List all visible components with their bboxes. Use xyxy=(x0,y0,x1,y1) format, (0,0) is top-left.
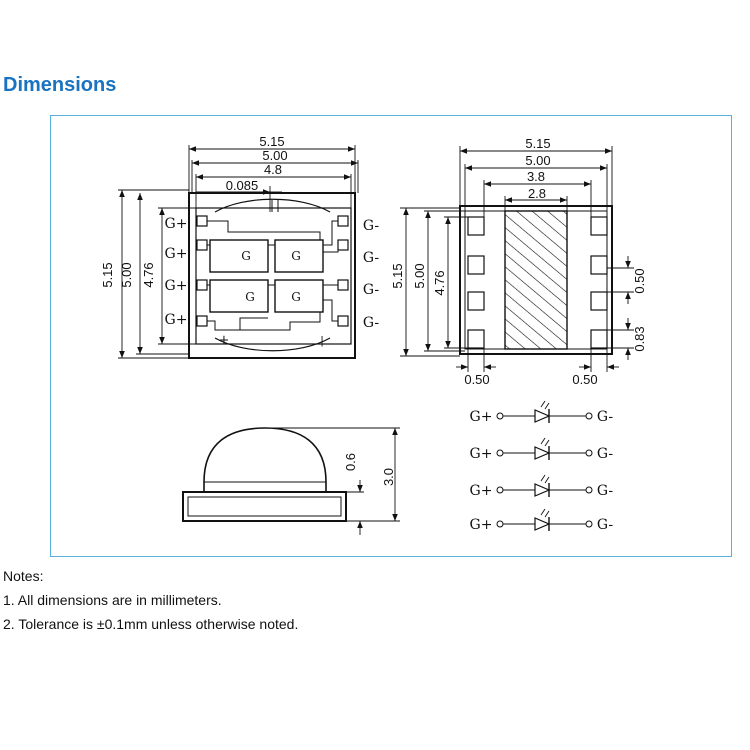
plus-mark: + xyxy=(219,333,230,348)
pin-label-right-3: G- xyxy=(363,282,379,298)
top-dim-width-inner: 4.8 xyxy=(264,162,282,177)
schematic-anode-label: G+ xyxy=(470,483,493,499)
top-package-outline xyxy=(188,192,356,359)
die-2 xyxy=(274,239,324,273)
pin-label-left-3: G+ xyxy=(165,278,188,294)
schematic-anode-label: G+ xyxy=(470,517,493,533)
led-diode-symbol xyxy=(534,483,551,497)
side-base-outer xyxy=(182,491,347,522)
bottom-package-outline xyxy=(459,205,613,355)
schematic-row-2: G+ G- xyxy=(470,437,613,462)
pin-label-right-4: G- xyxy=(363,315,379,331)
led-schematic: G+ G- G+ G- G+ xyxy=(470,400,613,533)
schematic-anode-label: G+ xyxy=(470,446,493,462)
schematic-cathode-label: G- xyxy=(597,409,613,425)
bottom-dim-width-body: 5.00 xyxy=(525,153,550,168)
pin-label-left-1: G+ xyxy=(165,216,188,232)
side-dim-base-height: 0.6 xyxy=(343,453,358,471)
die-4 xyxy=(274,279,324,313)
bottom-dim-pad-pitch: 0.50 xyxy=(632,268,647,293)
notes-section: Notes: 1. All dimensions are in millimet… xyxy=(3,568,299,642)
bottom-dim-width-thermal: 2.8 xyxy=(528,186,546,201)
pin-label-left-2: G+ xyxy=(165,246,188,262)
section-heading: Dimensions xyxy=(3,74,117,96)
die-1 xyxy=(209,239,269,273)
led-diode-symbol xyxy=(534,409,551,423)
die-label-3: G xyxy=(245,290,255,304)
die-label-1: G xyxy=(241,249,251,263)
pin-label-right-2: G- xyxy=(363,250,379,266)
dimension-drawing: G G G G + | G+ G+ G+ G+ G- G- G- G- xyxy=(100,134,647,535)
top-lens-arc-bottom xyxy=(214,337,331,352)
top-lens-arc-top xyxy=(214,198,331,213)
schematic-row-3: G+ G- xyxy=(470,474,613,499)
led-diode-symbol xyxy=(534,446,551,460)
bottom-view: 5.15 5.00 3.8 2.8 5.15 5.00 4.76 xyxy=(390,136,647,387)
top-dim-gap: 0.085 xyxy=(226,178,259,193)
top-dim-height-inner: 4.76 xyxy=(141,262,156,287)
top-dim-width-outer: 5.15 xyxy=(259,134,284,149)
note-item-2: 2. Tolerance is ±0.1mm unless otherwise … xyxy=(3,616,299,632)
bottom-dim-height-body: 5.00 xyxy=(412,263,427,288)
bottom-dim-height-inner: 4.76 xyxy=(432,270,447,295)
bottom-dim-width-pads: 3.8 xyxy=(527,169,545,184)
side-view: 0.6 3.0 xyxy=(182,427,400,535)
schematic-row-1: G+ G- xyxy=(470,400,613,425)
bottom-pads-left xyxy=(467,216,485,349)
schematic-row-4: G+ G- xyxy=(470,508,613,533)
top-dim-height-outer: 5.15 xyxy=(100,262,115,287)
schematic-cathode-label: G- xyxy=(597,446,613,462)
bottom-dim-pad-width-right: 0.50 xyxy=(572,372,597,387)
note-item-1: 1. All dimensions are in millimeters. xyxy=(3,592,222,608)
top-dim-width-body: 5.00 xyxy=(262,148,287,163)
schematic-cathode-label: G- xyxy=(597,517,613,533)
notes-title: Notes: xyxy=(3,568,44,584)
schematic-anode-label: G+ xyxy=(470,409,493,425)
schematic-cathode-label: G- xyxy=(597,483,613,499)
side-dim-total-height: 3.0 xyxy=(381,468,396,486)
led-diode-symbol xyxy=(534,517,551,531)
bottom-dim-pad-width-left: 0.50 xyxy=(464,372,489,387)
top-dim-height-body: 5.00 xyxy=(119,262,134,287)
pin-label-left-4: G+ xyxy=(165,312,188,328)
pin-label-right-1: G- xyxy=(363,218,379,234)
bottom-dim-pad-height: 0.83 xyxy=(632,326,647,351)
minus-mark: | xyxy=(321,335,324,347)
die-label-2: G xyxy=(291,249,301,263)
bottom-pads-right xyxy=(590,216,608,349)
drawing-frame xyxy=(50,115,732,557)
thermal-pad xyxy=(504,210,568,350)
bottom-dim-height-outer: 5.15 xyxy=(390,263,405,288)
bottom-dim-width-outer: 5.15 xyxy=(525,136,550,151)
side-base-inner xyxy=(187,496,342,517)
die-label-4: G xyxy=(291,290,301,304)
top-view: G G G G + | G+ G+ G+ G+ G- G- G- G- xyxy=(100,134,379,359)
top-lens-area xyxy=(195,207,352,345)
die-3 xyxy=(209,279,269,313)
